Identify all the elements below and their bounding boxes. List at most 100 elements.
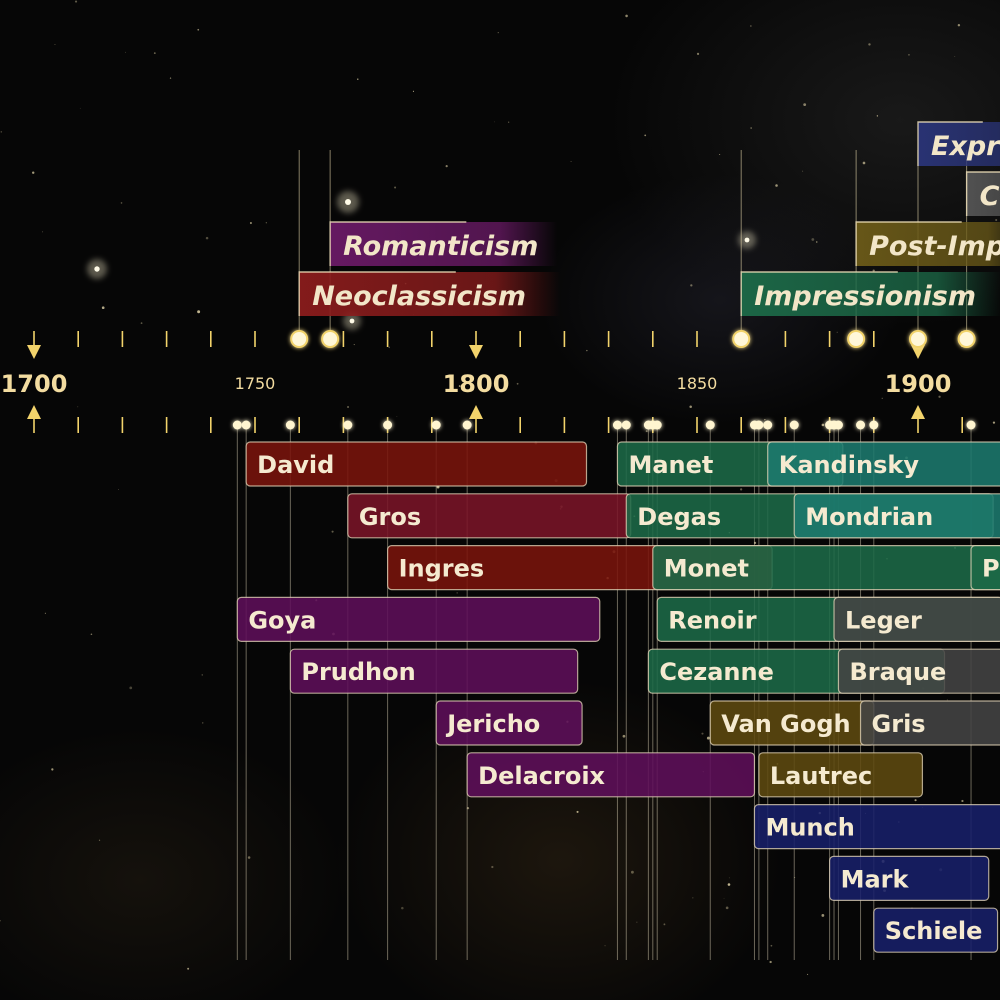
- artist-label: Renoir: [668, 606, 757, 634]
- artist-start-dot: [612, 420, 622, 430]
- star: [992, 421, 996, 424]
- star: [129, 686, 133, 690]
- star: [357, 78, 359, 80]
- artist-start-dot: [462, 420, 472, 430]
- artist-start-dot: [232, 420, 242, 430]
- century-marker-down: [469, 345, 483, 359]
- star: [388, 346, 391, 349]
- star: [187, 967, 190, 970]
- artist-bar: [466, 752, 756, 798]
- star: [957, 23, 961, 27]
- star: [604, 945, 606, 947]
- star: [750, 127, 752, 129]
- artist-bar: [837, 648, 1000, 694]
- artist-label: Delacroix: [478, 762, 605, 790]
- star: [120, 202, 123, 204]
- century-marker-up: [469, 405, 483, 419]
- bright-star: [345, 199, 351, 205]
- movement-band-edge: [965, 171, 1000, 216]
- star: [740, 488, 743, 491]
- movement-band: [299, 272, 561, 316]
- star: [872, 269, 875, 272]
- star: [32, 171, 35, 174]
- artist-bar: [833, 596, 1000, 642]
- star: [396, 416, 398, 417]
- movement-band-edge: [917, 121, 983, 166]
- star: [90, 633, 93, 636]
- artist-label: Degas: [637, 503, 721, 531]
- star: [807, 973, 809, 975]
- artist-start-dot: [383, 420, 393, 430]
- star: [625, 14, 628, 18]
- movement-band-edge: [740, 271, 898, 316]
- star: [54, 43, 56, 45]
- star: [725, 906, 729, 910]
- star: [77, 406, 79, 408]
- star: [497, 32, 499, 34]
- artist-label: Goya: [248, 606, 316, 634]
- star: [938, 395, 941, 398]
- star: [353, 344, 355, 346]
- star: [836, 331, 838, 333]
- star: [140, 322, 143, 324]
- star: [728, 877, 730, 879]
- star: [201, 674, 203, 676]
- tick-label-major: 1900: [885, 370, 952, 398]
- star: [98, 839, 101, 841]
- artist-label: Cezanne: [659, 658, 774, 686]
- artist-label: Prudhon: [301, 658, 415, 686]
- artist-start-dot: [241, 420, 251, 430]
- movement-start-dot: [321, 330, 340, 348]
- artist-bar: [289, 648, 579, 694]
- movement-band-edge: [329, 221, 467, 266]
- artist-start-dot: [789, 420, 799, 430]
- star: [401, 906, 404, 910]
- star: [247, 856, 251, 859]
- movement-start-dot: [732, 330, 751, 348]
- movement-band: [918, 122, 1000, 166]
- star: [494, 121, 495, 123]
- star: [811, 238, 815, 241]
- artist-start-dot: [825, 420, 835, 430]
- star: [205, 236, 209, 240]
- artist-label: David: [257, 451, 334, 479]
- artist-label: Van Gogh: [721, 710, 850, 738]
- star: [586, 349, 588, 352]
- star: [622, 734, 626, 738]
- artist-bar: [828, 855, 990, 902]
- star: [995, 218, 998, 222]
- star: [881, 397, 883, 399]
- artist-bar: [435, 700, 583, 746]
- artist-label: Jericho: [445, 710, 540, 738]
- star: [696, 52, 700, 56]
- star: [169, 77, 172, 79]
- star: [570, 160, 572, 163]
- artist-label: Munch: [765, 814, 854, 842]
- star: [118, 488, 119, 490]
- star: [644, 134, 647, 137]
- movement-label: C: [980, 181, 1000, 212]
- century-marker-up: [27, 405, 41, 419]
- artist-start-dot: [869, 420, 879, 430]
- star: [954, 56, 956, 57]
- star: [197, 28, 200, 31]
- star: [412, 90, 415, 92]
- star: [706, 736, 710, 740]
- movement-band-edge: [855, 221, 962, 266]
- movement-label: Post-Imp: [869, 231, 1000, 262]
- artist-bar: [758, 752, 924, 798]
- artist-start-dot: [652, 420, 662, 430]
- artist-bar: [970, 545, 1000, 591]
- star: [445, 165, 448, 168]
- century-marker-up: [911, 405, 925, 419]
- movement-band: [330, 222, 558, 266]
- star: [456, 592, 458, 594]
- star: [42, 231, 44, 233]
- star: [74, 0, 78, 3]
- star: [821, 914, 825, 917]
- artist-label: Schiele: [885, 917, 983, 945]
- star: [197, 310, 201, 314]
- star: [816, 241, 818, 243]
- star: [576, 810, 579, 813]
